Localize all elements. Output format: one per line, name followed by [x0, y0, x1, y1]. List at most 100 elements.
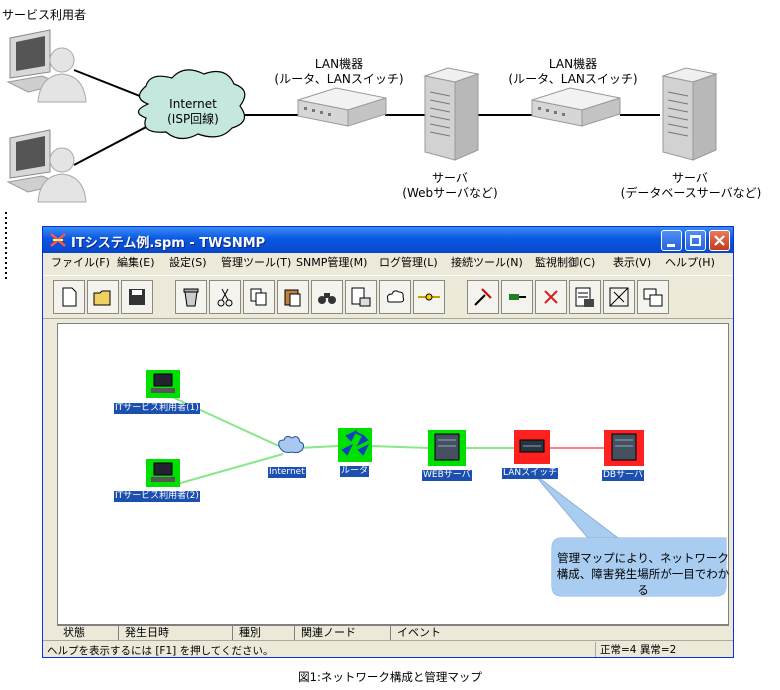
menu-view[interactable]: 表示(V) [613, 256, 652, 269]
node-router-label: ルータ [340, 466, 370, 477]
node-internet-label: Internet [268, 467, 306, 478]
node-button[interactable] [345, 280, 377, 314]
tools-button[interactable] [467, 280, 499, 314]
node-doc-icon [351, 287, 371, 307]
node-web-label: WEBサーバ [422, 470, 472, 481]
server-icon [423, 67, 480, 161]
menu-file[interactable]: ファイル(F) [51, 256, 110, 269]
event-list-header: 状態 発生日時 種別 関連ノード イベント [57, 625, 729, 640]
node-user2[interactable] [146, 459, 180, 487]
open-button[interactable] [87, 280, 119, 314]
map-link [369, 445, 431, 449]
report-button[interactable] [569, 280, 601, 314]
save-button[interactable] [121, 280, 153, 314]
copy-icon [250, 288, 267, 306]
line-connect-icon [418, 293, 440, 301]
floppy-icon [129, 289, 145, 305]
node-lan-switch[interactable] [514, 430, 550, 464]
internet-label: Internet [169, 97, 217, 111]
node-user1-label: ITサービス利用者(1) [114, 403, 200, 414]
event-col-status[interactable]: 状態 [57, 626, 119, 640]
menu-help[interactable]: ヘルプ(H) [665, 256, 715, 269]
toolbar [43, 275, 733, 319]
paste-button[interactable] [277, 280, 309, 314]
server1-sublabel: (Webサーバなど) [402, 186, 498, 200]
connect-button[interactable] [501, 280, 533, 314]
connection-lines [73, 69, 660, 166]
node-user2-label: ITサービス利用者(2) [114, 491, 200, 502]
internet-cloud-icon [137, 69, 246, 140]
link-user1-internet [73, 69, 151, 101]
find-button[interactable] [311, 280, 343, 314]
network-button[interactable] [379, 280, 411, 314]
event-col-node[interactable]: 関連ノード [295, 626, 391, 640]
plug-icon [509, 294, 526, 300]
lan1-label: LAN機器 [314, 57, 364, 71]
lan1-sublabel: (ルータ、LANスイッチ) [274, 72, 404, 86]
map-link [297, 445, 339, 449]
node-web-server[interactable] [428, 430, 466, 466]
cut-button[interactable] [209, 280, 241, 314]
new-file-icon [62, 287, 77, 307]
report-icon [575, 287, 594, 307]
disconnect-button[interactable] [535, 280, 567, 314]
event-col-event[interactable]: イベント [397, 626, 441, 639]
delete-button[interactable] [175, 280, 207, 314]
lan-device-icon [297, 87, 387, 127]
trash-icon [183, 288, 199, 307]
lan-device-icon [531, 87, 621, 127]
lan2-label: LAN機器 [548, 57, 598, 71]
app-icon [50, 233, 66, 247]
copy-button[interactable] [243, 280, 275, 314]
maximize-icon [690, 235, 701, 246]
figure-caption: 図1:ネットワーク構成と管理マップ [298, 670, 482, 684]
node-internet[interactable] [278, 435, 305, 454]
lan2-sublabel: (ルータ、LANスイッチ) [508, 72, 638, 86]
cloud-icon [387, 290, 405, 303]
folder-open-icon [93, 290, 111, 306]
event-col-time[interactable]: 発生日時 [119, 626, 233, 640]
window-button[interactable] [637, 280, 669, 314]
menu-settings[interactable]: 設定(S) [169, 256, 207, 269]
menu-admin-tools[interactable]: 管理ツール(T) [221, 256, 292, 269]
new-button[interactable] [53, 280, 85, 314]
server2-label: サーバ [672, 171, 708, 185]
link-user2-internet [73, 124, 151, 166]
status-help-text: ヘルプを表示するには [F1] を押してください。 [47, 645, 274, 657]
map-button[interactable] [603, 280, 635, 314]
menu-edit[interactable]: 編集(E) [117, 256, 155, 269]
x-icon [544, 290, 558, 304]
map-link [169, 453, 284, 487]
close-icon [714, 235, 725, 246]
server2-sublabel: (データベースサーバなど) [620, 186, 762, 200]
minimize-icon [667, 244, 675, 247]
node-db-server[interactable] [604, 430, 644, 466]
menu-connect-tools[interactable]: 接続ツール(N) [451, 256, 523, 269]
status-bar: ヘルプを表示するには [F1] を押してください。 正常=4 異常=2 [43, 640, 733, 657]
node-user1[interactable] [146, 370, 180, 398]
tools-icon [474, 288, 492, 306]
status-counts: 正常=4 異常=2 [595, 642, 731, 657]
person-icon [37, 47, 87, 103]
server-icon [661, 67, 718, 161]
menu-bar: ファイル(F) 編集(E) 設定(S) 管理ツール(T) SNMP管理(M) ロ… [43, 253, 733, 273]
menu-log[interactable]: ログ管理(L) [379, 256, 438, 269]
dotted-connector [5, 212, 7, 280]
map-canvas[interactable]: ITサービス利用者(1) ITサービス利用者(2) Internet ルータ W… [57, 323, 729, 625]
person-icon [37, 147, 87, 203]
node-router[interactable] [338, 428, 372, 462]
callout-text: 管理マップにより、ネットワーク構成、障害発生場所が一目でわかる [556, 551, 730, 597]
line-button[interactable] [413, 280, 445, 314]
network-diagram [5, 29, 718, 222]
close-button[interactable] [709, 230, 730, 251]
map-icon [609, 287, 629, 307]
menu-monitor[interactable]: 監視制御(C) [535, 256, 596, 269]
binoculars-icon [318, 293, 336, 304]
windows-icon [643, 288, 663, 307]
minimize-button[interactable] [661, 230, 682, 251]
event-col-type[interactable]: 種別 [233, 626, 295, 640]
maximize-button[interactable] [685, 230, 706, 251]
title-bar[interactable]: ITシステム例.spm - TWSNMP [43, 227, 733, 253]
clipboard-icon [284, 289, 301, 307]
menu-snmp[interactable]: SNMP管理(M) [296, 256, 368, 269]
